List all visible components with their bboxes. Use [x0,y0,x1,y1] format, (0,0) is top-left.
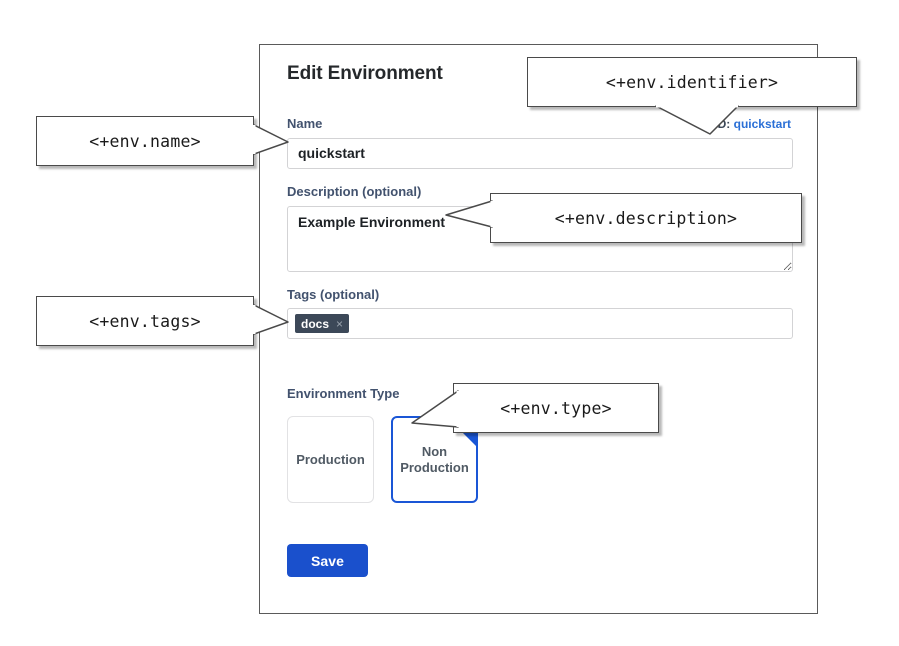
save-button[interactable]: Save [287,544,368,578]
card-content: Edit Environment Name ID: quickstart Des… [287,63,793,613]
callout-env-identifier: <+env.identifier> [527,57,857,107]
tag-chip[interactable]: docs × [295,314,350,334]
callout-env-tags: <+env.tags> [36,296,254,346]
environment-id: ID: quickstart [714,117,791,131]
name-input[interactable] [287,137,793,169]
callout-env-tags-text: <+env.tags> [89,311,201,331]
description-label: Description (optional) [287,183,422,199]
close-icon[interactable]: × [336,316,344,331]
option-label-line1: Non [421,443,448,459]
environment-type-option-label: Production [296,451,365,467]
callout-env-identifier-text: <+env.identifier> [605,72,779,92]
callout-env-type-text: <+env.type> [500,398,612,418]
edit-environment-card: Edit Environment Name ID: quickstart Des… [259,44,818,614]
environment-type-option-production[interactable]: Production [287,416,374,504]
name-label-row: Name ID: quickstart [287,116,791,138]
option-label-line2: Production [400,459,469,475]
callout-env-description: <+env.description> [490,193,802,243]
environment-type-label: Environment Type [287,386,400,402]
callout-env-type: <+env.type> [453,383,659,433]
callout-env-name-text: <+env.name> [89,131,201,151]
field-group-name: Name ID: quickstart [287,116,793,169]
name-label: Name [287,115,323,131]
callout-env-name: <+env.name> [36,116,254,166]
page-title: Edit Environment [287,63,443,84]
tags-label: Tags (optional) [287,286,380,302]
tags-input[interactable]: docs × [287,308,793,340]
callout-env-description-text: <+env.description> [554,208,738,228]
environment-id-prefix: ID: [714,116,731,131]
field-group-tags: Tags (optional) docs × [287,286,793,340]
tag-chip-label: docs [301,316,330,331]
environment-id-value[interactable]: quickstart [733,116,791,131]
